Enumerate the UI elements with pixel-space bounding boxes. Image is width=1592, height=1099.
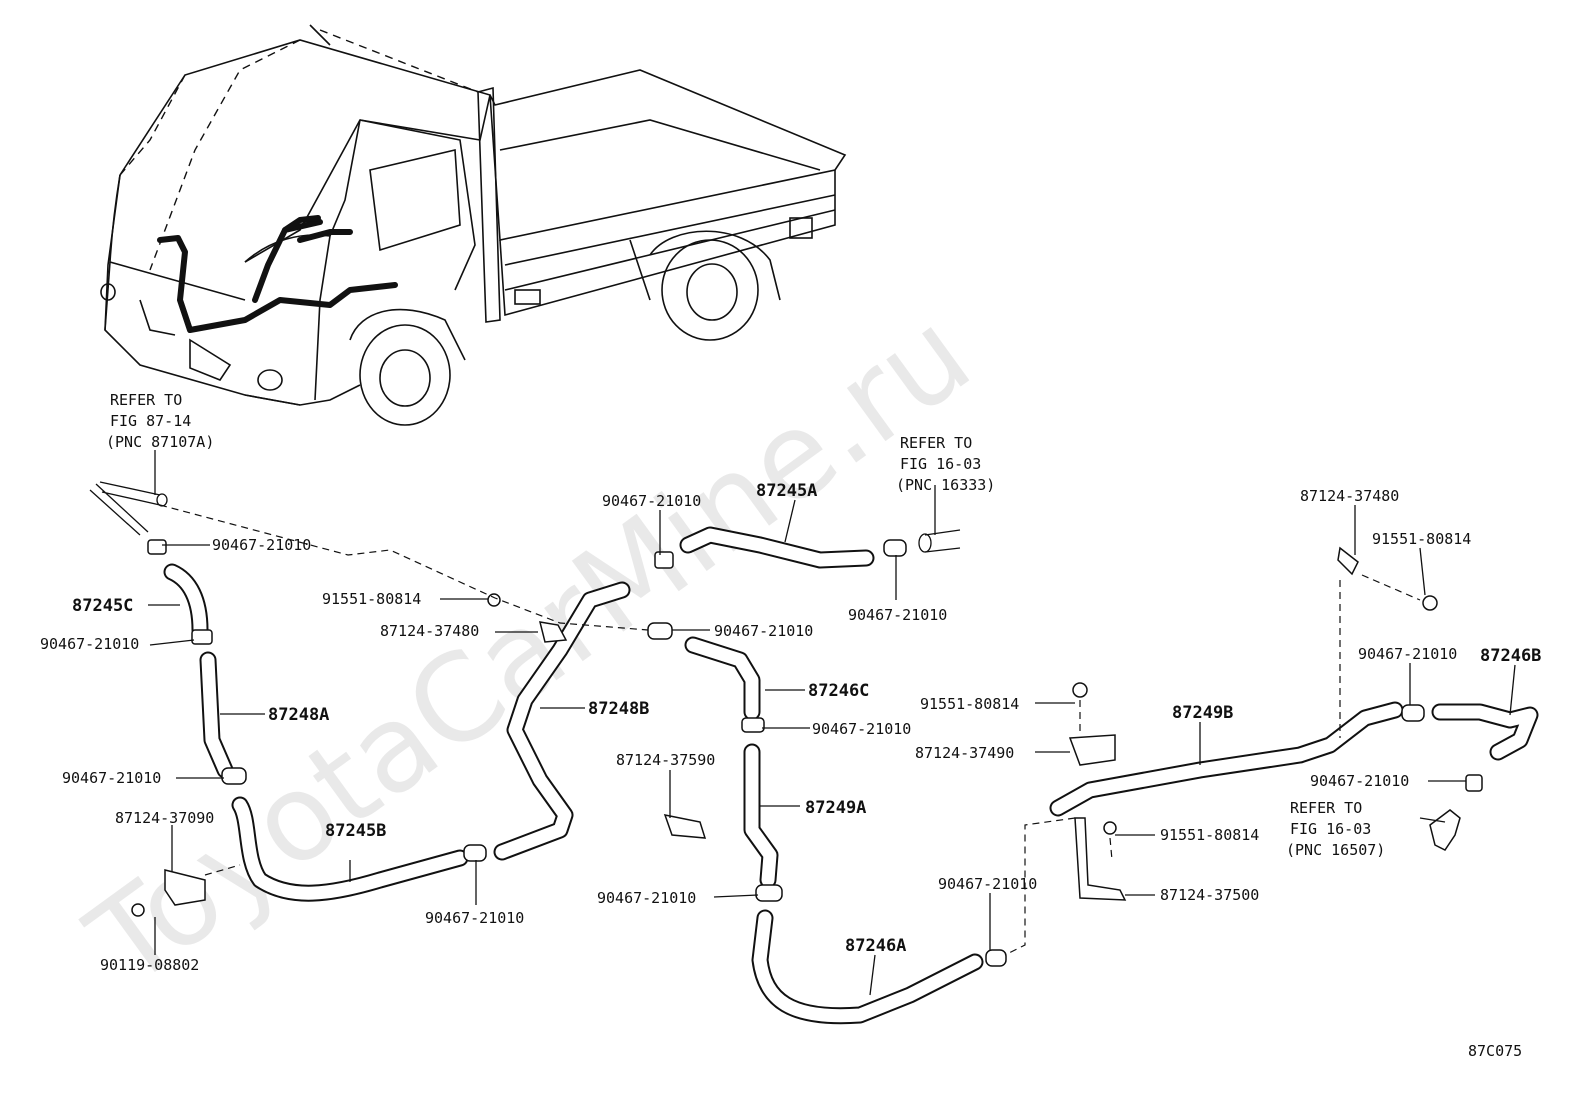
- part-label: 90467-21010: [425, 909, 524, 927]
- part-label: 87245C: [72, 596, 133, 616]
- part-label: 87246C: [808, 681, 869, 701]
- part-label: 90467-21010: [1310, 772, 1409, 790]
- part-label: 87124-37590: [616, 751, 715, 769]
- ref-line-2: FIG 16-03: [1290, 820, 1371, 838]
- part-label: 87249B: [1172, 703, 1233, 723]
- hose-87246C: [684, 636, 761, 721]
- hose-87249A: [743, 743, 779, 889]
- part-label: 87248A: [268, 705, 329, 725]
- ref-line-3: (PNC 16333): [896, 476, 995, 494]
- reference-pipe-16333: [918, 529, 961, 553]
- hose-87248A: [199, 651, 234, 779]
- part-label: 91551-80814: [1372, 530, 1471, 548]
- ref-line-3: (PNC 87107A): [106, 433, 214, 451]
- part-label: 90467-21010: [812, 720, 911, 738]
- clamps: [147, 539, 1483, 967]
- bolts: [131, 593, 1438, 917]
- part-label: 90467-21010: [62, 769, 161, 787]
- part-label: 87245B: [325, 821, 386, 841]
- part-label: 90467-21010: [40, 635, 139, 653]
- part-label: 90467-21010: [714, 622, 813, 640]
- part-label: 87124-37480: [380, 622, 479, 640]
- part-label: 87249A: [805, 798, 866, 818]
- hose-87246B: [1431, 703, 1539, 761]
- hose-87245A: [679, 526, 875, 569]
- ref-line-2: FIG 16-03: [900, 455, 981, 473]
- part-label: 91551-80814: [920, 695, 1019, 713]
- hose-87245C: [163, 563, 209, 639]
- part-label: 90467-21010: [848, 606, 947, 624]
- leader-lines: [148, 450, 1516, 996]
- hose-87249B: [1049, 701, 1404, 817]
- ref-line-1: REFER TO: [900, 434, 972, 452]
- part-label: 87124-37480: [1300, 487, 1399, 505]
- part-label: 87248B: [588, 699, 649, 719]
- reference-note-16333: REFER TO FIG 16-03 (PNC 16333): [896, 434, 995, 494]
- part-label: 90467-21010: [602, 492, 701, 510]
- brackets: [164, 546, 1359, 906]
- part-label: 90467-21010: [212, 536, 311, 554]
- part-label: 90119-08802: [100, 956, 199, 974]
- part-label: 91551-80814: [1160, 826, 1259, 844]
- part-label: 87245A: [756, 481, 817, 501]
- part-label: 90467-21010: [597, 889, 696, 907]
- part-label: 90467-21010: [1358, 645, 1457, 663]
- part-label: 87124-37500: [1160, 886, 1259, 904]
- part-label: 87246B: [1480, 646, 1541, 666]
- watermark: ToyotaCarMine.ru: [65, 285, 996, 1014]
- reference-note-87107A: REFER TO FIG 87-14 (PNC 87107A): [106, 391, 214, 451]
- figure-code: 87C075: [1468, 1042, 1522, 1060]
- ref-line-1: REFER TO: [1290, 799, 1362, 817]
- part-label: 90467-21010: [938, 875, 1037, 893]
- part-labels: 90467-21010 87245C 90467-21010 87248A 90…: [40, 481, 1541, 974]
- part-label: 87124-37490: [915, 744, 1014, 762]
- hose-87246A: [751, 909, 984, 1025]
- reference-part-16507: [1429, 809, 1461, 851]
- reference-note-16507: REFER TO FIG 16-03 (PNC 16507): [1286, 799, 1385, 859]
- part-label: 87124-37090: [115, 809, 214, 827]
- hose-87245B: [231, 796, 469, 902]
- ref-line-3: (PNC 16507): [1286, 841, 1385, 859]
- hose-87248B: [493, 581, 631, 861]
- ref-line-1: REFER TO: [110, 391, 182, 409]
- relation-lines: [159, 504, 1421, 956]
- ref-line-2: FIG 87-14: [110, 412, 191, 430]
- truck-illustration: [100, 24, 847, 426]
- part-label: 87246A: [845, 936, 906, 956]
- part-label: 91551-80814: [322, 590, 421, 608]
